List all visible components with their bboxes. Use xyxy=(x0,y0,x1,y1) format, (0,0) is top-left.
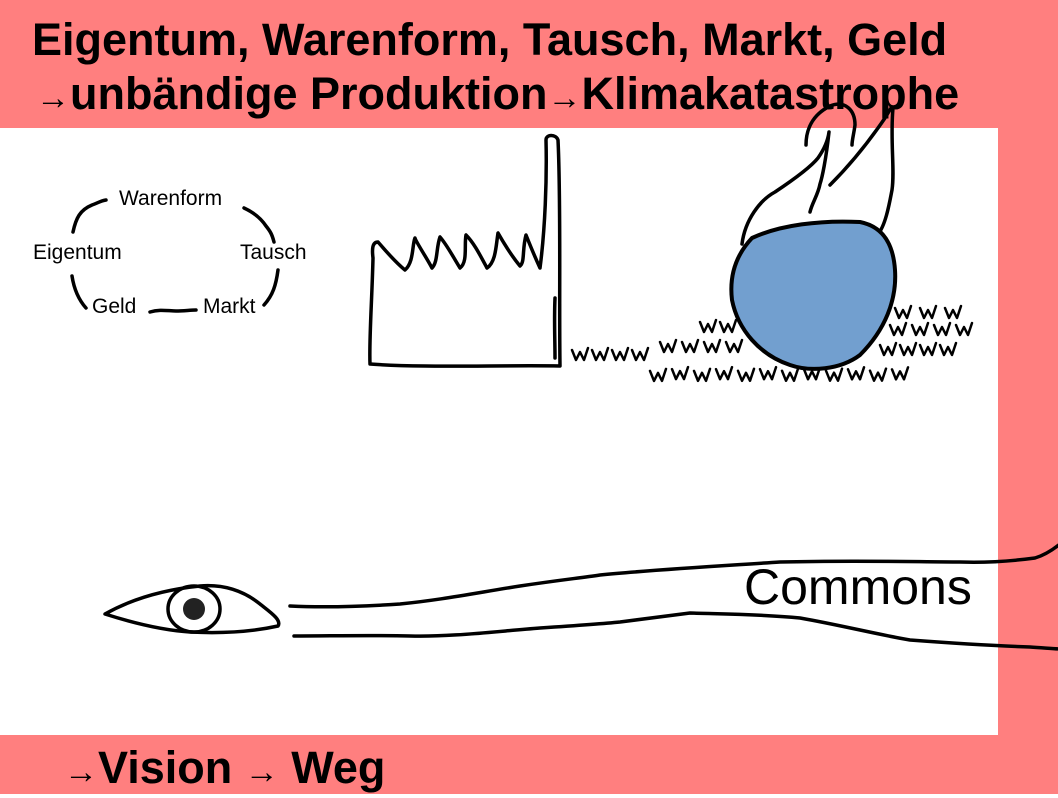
grass-blade xyxy=(698,318,718,334)
arrow-icon: → xyxy=(547,79,582,117)
cycle-label-warenform: Warenform xyxy=(119,187,223,210)
grass-blade xyxy=(893,304,913,320)
arrow-icon: → xyxy=(36,79,70,117)
grass-blade xyxy=(724,338,744,354)
eye-icon xyxy=(103,583,281,635)
grass-blade xyxy=(758,365,778,381)
grass-blade xyxy=(702,338,722,354)
slide-title-line-2: →unbändige Produktion→Klimakatastrophe xyxy=(36,68,959,124)
title-production: unbändige Produktion xyxy=(70,68,548,119)
cycle-arc-geld-eigentum xyxy=(70,274,88,310)
cycle-arc-eigentum-warenform xyxy=(71,198,108,234)
grass-blade xyxy=(878,341,898,357)
grass-blade xyxy=(630,346,650,362)
grass-blade xyxy=(943,304,963,320)
cycle-label-markt: Markt xyxy=(203,295,256,318)
grass-blade xyxy=(898,341,918,357)
grass-blade xyxy=(888,321,908,337)
grass-blade xyxy=(802,366,822,381)
grass-blade xyxy=(670,365,690,381)
grass-blade xyxy=(846,366,866,381)
cycle-arc-markt-geld xyxy=(148,308,198,314)
grass-blade xyxy=(824,367,844,382)
grass-blade xyxy=(648,367,668,383)
grass-blade xyxy=(938,341,958,357)
globe-icon xyxy=(729,219,898,371)
grass-blade xyxy=(718,318,738,334)
footer-vision: Vision xyxy=(98,742,233,793)
arrow-icon: → xyxy=(244,753,279,791)
grass-blade xyxy=(658,338,678,354)
grass-blade xyxy=(780,367,800,383)
flame-icon xyxy=(740,102,895,246)
grass-blade xyxy=(954,321,974,337)
grass-blade xyxy=(918,341,938,357)
grass-icon xyxy=(570,304,974,383)
grass-blade xyxy=(570,346,590,362)
cycle-arc-warenform-tausch xyxy=(242,206,276,244)
title-climate-catastrophe: Klimakatastrophe xyxy=(581,68,960,119)
slide-footer: →Vision → Weg xyxy=(64,742,385,798)
grass-blade xyxy=(692,367,712,383)
frame-right-band xyxy=(998,0,1058,794)
grass-blade xyxy=(590,346,610,362)
grass-blade xyxy=(910,321,930,337)
factory-icon xyxy=(368,133,562,368)
cycle-label-eigentum: Eigentum xyxy=(33,241,122,264)
slide-title-line-1: Eigentum, Warenform, Tausch, Markt, Geld xyxy=(32,14,948,65)
grass-blade xyxy=(680,338,700,354)
cycle-arc-tausch-markt xyxy=(262,268,280,307)
footer-weg: Weg xyxy=(291,742,386,793)
cycle-arrows xyxy=(70,198,280,314)
grass-blade xyxy=(890,366,910,381)
grass-blade xyxy=(736,367,756,383)
commons-label: Commons xyxy=(744,559,972,615)
grass-blade xyxy=(610,346,630,362)
cycle-label-tausch: Tausch xyxy=(240,241,307,264)
grass-blade xyxy=(932,321,952,337)
frame-top-band xyxy=(0,0,1058,128)
path-to-commons-icon xyxy=(288,543,1058,651)
arrow-icon: → xyxy=(64,753,98,791)
frame-bottom-band xyxy=(0,735,1058,794)
grass-blade xyxy=(918,304,938,320)
grass-blade xyxy=(714,365,734,381)
grass-blade xyxy=(868,367,888,382)
cycle-label-geld: Geld xyxy=(92,295,137,318)
